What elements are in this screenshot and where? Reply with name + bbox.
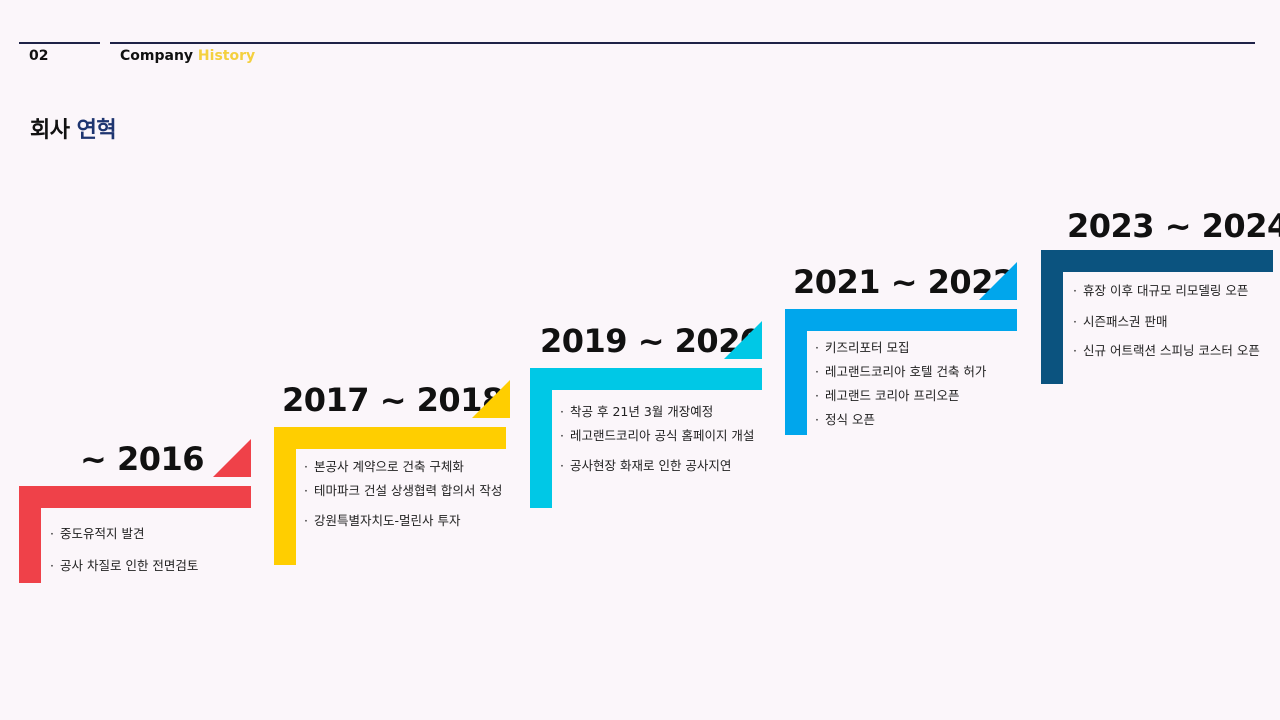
list-item: 정식 오픈: [815, 408, 1020, 432]
stage-year: 2023 ~ 2024: [1067, 207, 1280, 245]
list-item: 레고랜드코리아 공식 홈페이지 개설: [560, 424, 760, 448]
stage-triangle: [213, 439, 251, 477]
stage-item-list: 휴장 이후 대규모 리모델링 오픈 시즌패스권 판매 신규 어트랙션 스피닝 코…: [1073, 278, 1273, 363]
slide-title-part2: 연혁: [76, 118, 117, 143]
list-item: 착공 후 21년 3월 개장예정: [560, 400, 760, 424]
stage-year: ~ 2016: [80, 440, 205, 478]
list-item: 레고랜드 코리아 프리오픈: [815, 384, 1020, 408]
header-title-word2: History: [197, 48, 256, 64]
stage-bar-vertical: [19, 486, 41, 583]
list-item: 휴장 이후 대규모 리모델링 오픈: [1073, 278, 1273, 303]
stage-item-list: 착공 후 21년 3월 개장예정 레고랜드코리아 공식 홈페이지 개설 공사현장…: [560, 400, 760, 478]
stage-item-list: 중도유적지 발견 공사 차질로 인한 전면검토: [50, 518, 250, 582]
list-item: 테마파크 건설 상생협력 합의서 작성: [304, 479, 509, 503]
list-item: 강원특별자치도-멀린사 투자: [304, 509, 509, 533]
header-title-word1: Company: [120, 48, 194, 64]
list-item: 키즈리포터 모집: [815, 336, 1020, 360]
header-title: Company History: [120, 48, 255, 64]
stage-bar-vertical: [785, 309, 807, 435]
stage-bar-horizontal: [1041, 250, 1273, 272]
page-number: 02: [29, 48, 49, 64]
header-rule-right: [110, 42, 1255, 44]
list-item: 중도유적지 발견: [50, 518, 250, 550]
list-item: 공사 차질로 인한 전면검토: [50, 550, 250, 582]
stage-bar-vertical: [274, 427, 296, 565]
stage-bar-horizontal: [19, 486, 251, 508]
stage-bar-horizontal: [785, 309, 1017, 331]
stage-bar-horizontal: [274, 427, 506, 449]
stage-item-list: 본공사 계약으로 건축 구체화 테마파크 건설 상생협력 합의서 작성 강원특별…: [304, 455, 509, 533]
stage-year: 2021 ~ 2022: [793, 263, 1015, 301]
list-item: 신규 어트랙션 스피닝 코스터 오픈: [1073, 338, 1273, 363]
list-item: 공사현장 화재로 인한 공사지연: [560, 454, 760, 478]
list-item: 본공사 계약으로 건축 구체화: [304, 455, 509, 479]
stage-year: 2017 ~ 2018: [282, 381, 504, 419]
slide-title-part1: 회사: [30, 118, 70, 143]
list-item: 레고랜드코리아 호텔 건축 허가: [815, 360, 1020, 384]
list-item: 시즌패스권 판매: [1073, 309, 1273, 334]
stage-bar-vertical: [1041, 250, 1063, 384]
header-rule-left: [19, 42, 100, 44]
stage-bar-horizontal: [530, 368, 762, 390]
stage-bar-vertical: [530, 368, 552, 508]
slide-title: 회사 연혁: [30, 112, 117, 144]
stage-item-list: 키즈리포터 모집 레고랜드코리아 호텔 건축 허가 레고랜드 코리아 프리오픈 …: [815, 336, 1020, 432]
stage-year: 2019 ~ 2020: [540, 322, 762, 360]
